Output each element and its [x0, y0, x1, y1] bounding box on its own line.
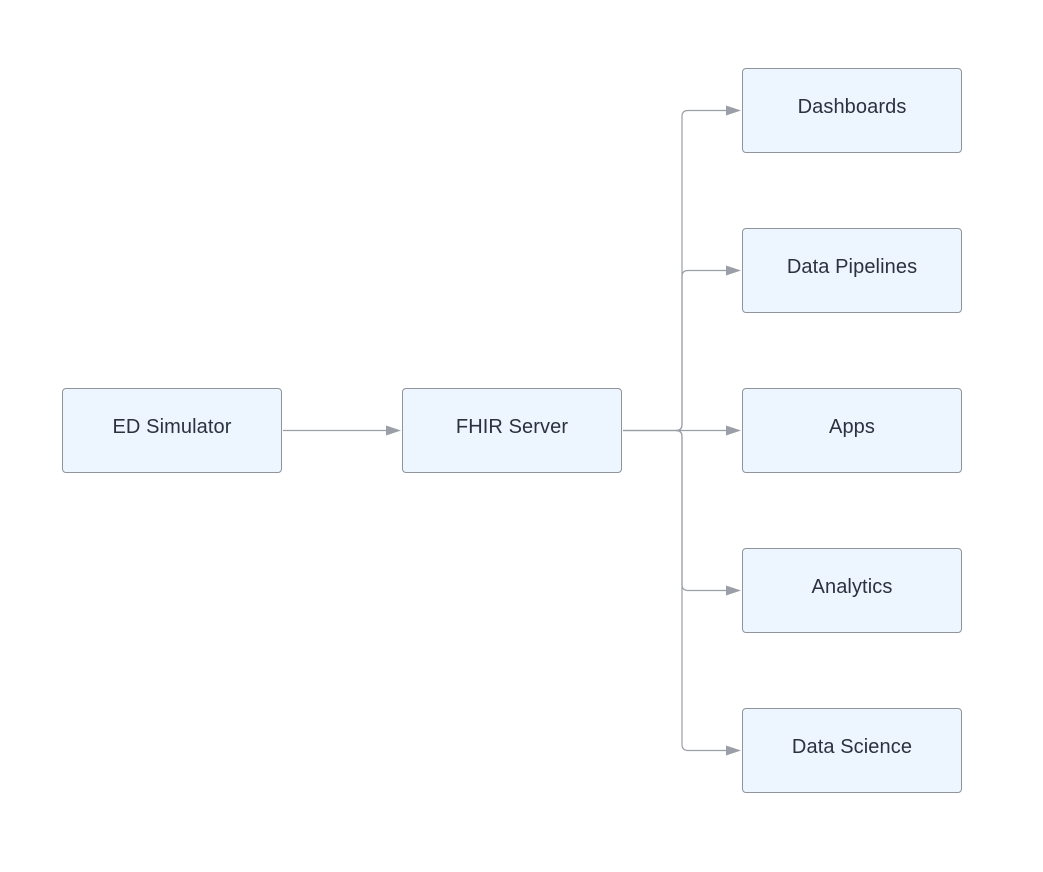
node-dashboards[interactable]: Dashboards [742, 68, 962, 153]
node-label-fhir-server: FHIR Server [455, 415, 569, 438]
node-label-analytics: Analytics [811, 575, 893, 598]
edge-fhir-server-to-data-science [675, 429, 728, 752]
node-label-ed-simulator: ED Simulator [112, 415, 232, 438]
arrowhead-dashboards [726, 105, 741, 116]
node-analytics[interactable]: Analytics [742, 548, 962, 633]
node-label-data-science: Data Science [791, 735, 913, 758]
node-ed-simulator[interactable]: ED Simulator [62, 388, 282, 473]
node-data-science[interactable]: Data Science [742, 708, 962, 793]
arrowhead-data-science [726, 745, 741, 756]
arrowhead-analytics [726, 585, 741, 596]
node-fhir-server[interactable]: FHIR Server [402, 388, 622, 473]
arrowhead-apps [726, 425, 741, 436]
edge-fhir-server-to-data-pipelines [675, 269, 728, 432]
arrowhead-fhir-server [386, 425, 401, 436]
node-label-data-pipelines: Data Pipelines [786, 255, 918, 278]
node-apps[interactable]: Apps [742, 388, 962, 473]
edge-fhir-server-to-analytics [675, 429, 728, 592]
node-data-pipelines[interactable]: Data Pipelines [742, 228, 962, 313]
node-label-dashboards: Dashboards [797, 95, 907, 118]
arrowhead-data-pipelines [726, 265, 741, 276]
node-label-apps: Apps [829, 415, 875, 438]
